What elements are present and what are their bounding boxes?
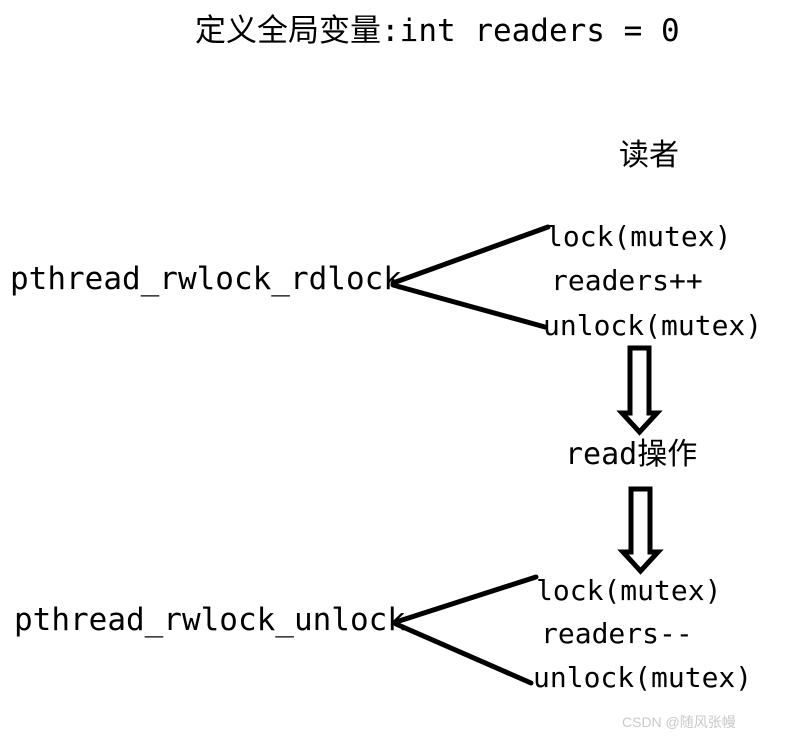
rdlock-block-line-2: readers++ [551,264,703,297]
unlock-block-line-2: readers-- [541,617,693,650]
node-pthread-rwlock-unlock: pthread_rwlock_unlock [14,602,406,638]
unlock-block-line-3: unlock(mutex) [533,661,753,694]
node-pthread-rwlock-rdlock: pthread_rwlock_rdlock [10,261,402,297]
node-read-operation: read操作 [565,437,698,472]
reader-column-label: 读者 [619,138,679,173]
arrow-down-to-unlock-icon [617,486,664,575]
rdlock-block-line-3: unlock(mutex) [543,309,763,342]
csdn-watermark: CSDN @随风张幔 [622,714,736,730]
brace-rdlock [390,224,551,330]
diagram-title: 定义全局变量:int readers = 0 [195,13,680,49]
brace-unlock [393,574,539,686]
unlock-block-line-1: lock(mutex) [536,574,722,607]
rdlock-block-line-1: lock(mutex) [546,220,732,253]
arrow-down-to-read-icon [616,345,663,436]
